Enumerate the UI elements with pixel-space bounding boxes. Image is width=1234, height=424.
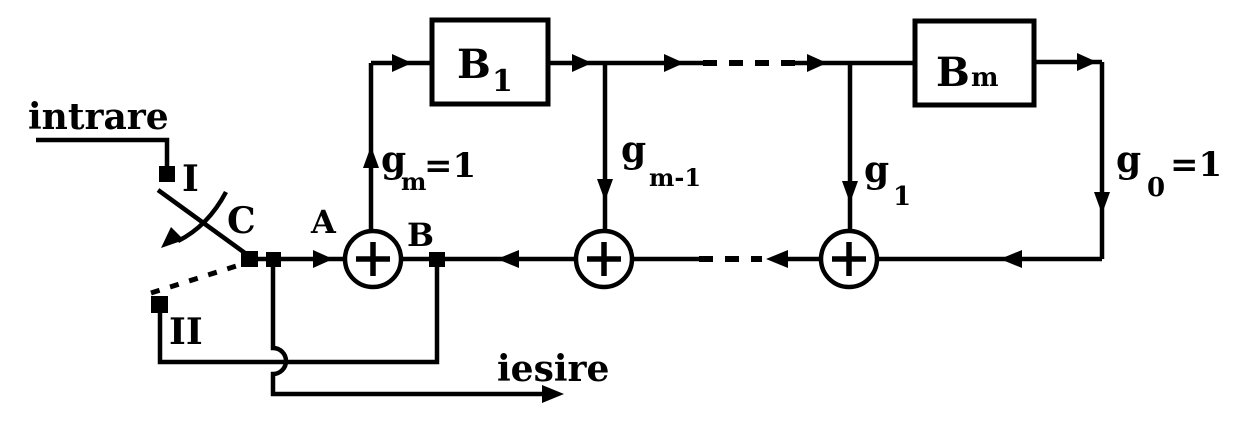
gain-gm-sub: m <box>401 167 426 196</box>
gain-g0-base: g <box>1116 139 1141 181</box>
output-label: iesire <box>497 348 609 390</box>
arrowhead-down-gm1-icon <box>597 179 613 201</box>
arrowhead-left-bottom-mid-icon <box>766 250 788 268</box>
arrowhead-left-bottom-right-icon <box>1000 250 1022 268</box>
register-block-bm: B m <box>912 18 1037 108</box>
arrowhead-right-after-bm-icon <box>1077 53 1097 71</box>
switch-terminal-2 <box>151 296 168 313</box>
switch-dashed-arm <box>150 259 250 296</box>
block-bm-base: B <box>936 49 970 96</box>
gain-g1-label: g 1 <box>864 149 911 212</box>
gain-gm-label: g m =1 <box>381 139 476 196</box>
gain-gm1-label: g m-1 <box>621 129 701 192</box>
register-block-b1: B 1 <box>429 17 551 107</box>
block-bm-sub: m <box>971 63 999 93</box>
input-label: intrare <box>28 96 169 138</box>
switch-terminal-1 <box>159 166 175 182</box>
switch-throw-arc <box>176 190 228 244</box>
xor-adder-3 <box>818 228 880 290</box>
xor-adder-1 <box>342 228 404 290</box>
gain-g0-eq: =1 <box>1170 145 1222 185</box>
node-a-label: A <box>310 203 337 241</box>
gain-gm-base: g <box>381 139 406 181</box>
switch-common-label: C <box>227 200 256 242</box>
arrowhead-into-adder1-icon <box>313 250 333 268</box>
arrowhead-up-gm-icon <box>363 146 379 168</box>
arrowhead-right-output-icon <box>542 385 564 403</box>
gain-gm-eq: =1 <box>424 146 476 186</box>
arrowhead-left-to-nodeb-icon <box>497 250 519 268</box>
switch-pos2-label: II <box>169 311 203 353</box>
arrowhead-right-top-1-icon <box>572 54 592 72</box>
input-wire <box>36 137 170 168</box>
block-b1-sub: 1 <box>492 64 513 99</box>
arrowhead-right-into-b1-icon <box>392 54 412 72</box>
gain-g0-sub: 0 <box>1147 173 1165 203</box>
arrowhead-down-g0-icon <box>1094 192 1110 214</box>
switch-pos1-label: I <box>182 158 199 200</box>
gain-g1-sub: 1 <box>893 182 911 212</box>
wire-feedback-return <box>157 259 440 365</box>
node-b-label: B <box>407 216 434 254</box>
arrowhead-right-top-3-icon <box>807 54 827 72</box>
switch-throw-arrowhead-icon <box>161 227 184 248</box>
wire-output <box>270 259 556 397</box>
gain-gm1-sub: m-1 <box>649 163 701 192</box>
arrowhead-right-top-2-icon <box>664 54 684 72</box>
block-b1-base: B <box>457 41 491 88</box>
gain-g1-base: g <box>864 149 889 191</box>
gain-g0-label: g 0 =1 <box>1116 139 1222 203</box>
arrowhead-down-g1-icon <box>842 181 858 203</box>
gain-gm1-base: g <box>621 129 646 171</box>
xor-adder-2 <box>573 228 635 290</box>
